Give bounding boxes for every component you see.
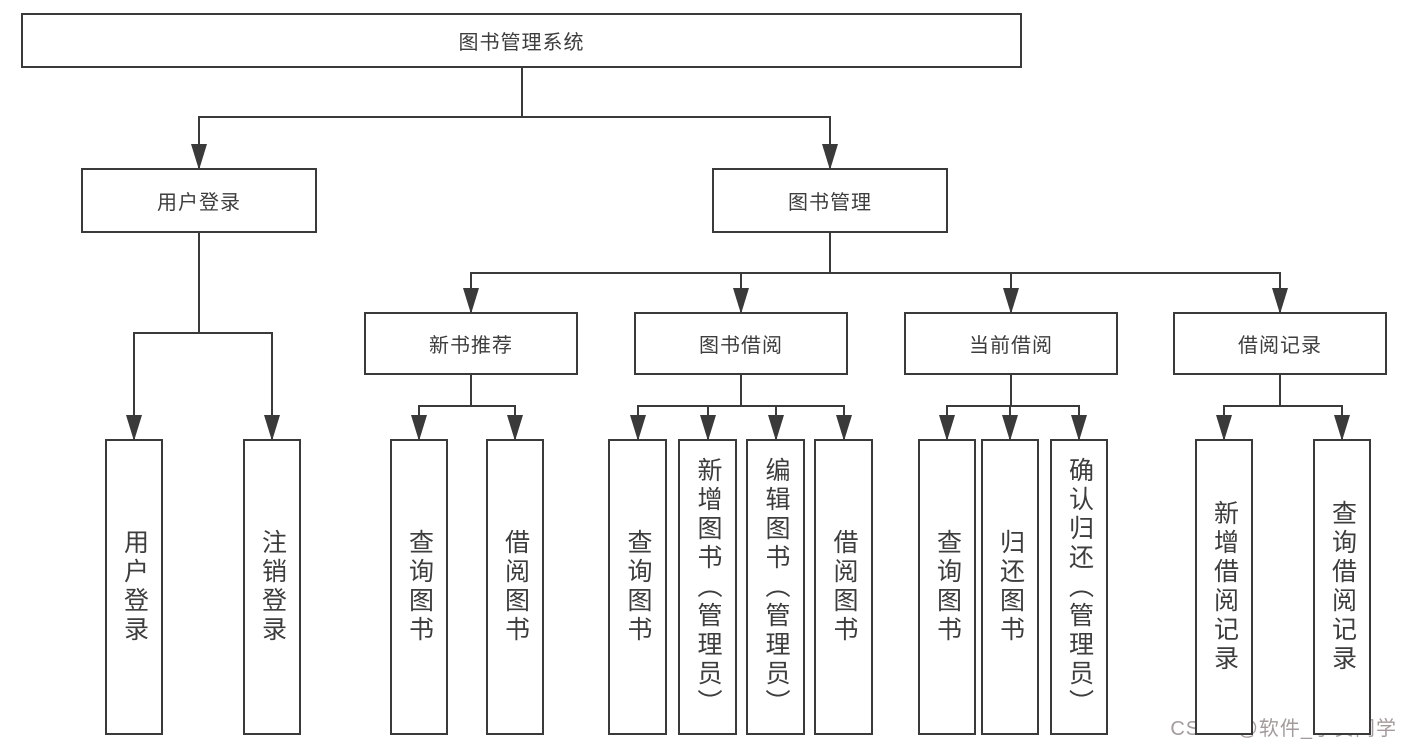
node-label: 当前借阅 [969,335,1053,357]
node-label: 归还图书 [996,529,1025,645]
node-br-query: 查询借阅记录 [1313,439,1371,735]
arrowhead-icon [126,415,142,441]
arrowhead-icon [835,415,852,441]
node-label: 用户登录 [157,192,241,214]
connector-line [740,375,742,407]
arrowhead-icon [767,415,784,441]
arrowhead-icon [939,415,955,441]
arrowhead-icon [463,288,479,314]
connector-line [829,233,831,274]
arrowhead-icon [1002,415,1018,441]
node-label: 确认归还（管理员） [1065,456,1094,718]
node-nbr-query: 查询图书 [390,439,448,735]
arrowhead-icon [191,144,207,170]
arrowhead-icon [733,288,749,314]
node-label: 查询借阅记录 [1328,500,1357,674]
node-label: 图书管理 [788,192,872,214]
arrowhead-icon [629,415,646,441]
node-label: 新书推荐 [429,335,513,357]
connector-line [470,375,472,407]
node-bb-edit: 编辑图书（管理员） [746,439,805,735]
connector-line [418,405,516,407]
connector-line [636,405,845,407]
node-label: 查询图书 [933,529,962,645]
node-label: 新增图书（管理员） [694,456,722,718]
arrowhead-icon [1003,288,1019,314]
node-label: 图书管理系统 [458,32,585,54]
arrowhead-icon [264,415,280,441]
connector-line [829,117,831,168]
node-label: 新增借阅记录 [1210,500,1239,674]
node-user-login-leaf: 用户登录 [105,439,163,735]
node-user-login: 用户登录 [81,168,317,233]
node-label: 查询图书 [624,529,652,645]
node-bb-query: 查询图书 [608,439,667,735]
node-label: 注销登录 [258,529,287,645]
arrowhead-icon [1216,415,1232,441]
node-root: 图书管理系统 [21,13,1022,68]
connector-line [133,332,273,334]
node-label: 借阅图书 [830,529,858,645]
connector-line [470,272,1281,274]
node-cb-query: 查询图书 [918,439,976,735]
connector-line [520,68,523,118]
node-cb-confirm: 确认归还（管理员） [1050,439,1108,735]
connector-line [946,405,1080,407]
node-logout-leaf: 注销登录 [243,439,301,735]
node-br-add: 新增借阅记录 [1195,439,1253,735]
node-nbr-borrow: 借阅图书 [486,439,544,735]
connector-line [1010,375,1012,407]
node-bb-add: 新增图书（管理员） [678,439,737,735]
node-label: 查询图书 [405,529,434,645]
node-book-borrow: 图书借阅 [634,312,848,375]
connector-line [198,117,200,168]
arrowhead-icon [699,415,716,441]
node-new-book-rec: 新书推荐 [364,312,578,375]
node-borrow-records: 借阅记录 [1173,312,1387,375]
arrowhead-icon [822,144,838,170]
node-book-mgmt: 图书管理 [712,168,948,233]
node-bb-borrow: 借阅图书 [814,439,873,735]
node-label: 编辑图书（管理员） [762,456,790,718]
node-label: 借阅记录 [1238,335,1322,357]
arrowhead-icon [1071,415,1087,441]
node-cb-return: 归还图书 [981,439,1039,735]
connector-line [198,233,200,334]
node-label: 图书借阅 [699,335,783,357]
arrowhead-icon [411,415,427,441]
node-label: 用户登录 [120,529,149,645]
connector-line [1279,375,1281,407]
connector-line [198,116,831,118]
connector-line [1223,405,1343,407]
connector-line [133,333,135,439]
arrowhead-icon [507,415,523,441]
node-current-borrow: 当前借阅 [904,312,1118,375]
arrowhead-icon [1272,288,1288,314]
arrowhead-icon [1334,415,1350,441]
node-label: 借阅图书 [501,529,530,645]
connector-line [271,333,273,439]
